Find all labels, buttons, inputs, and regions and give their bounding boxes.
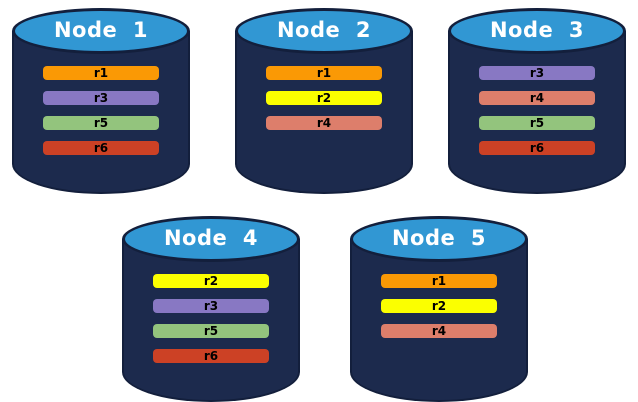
node-title: Node 3 xyxy=(489,18,584,42)
replica-bar-r2: r2 xyxy=(381,299,497,313)
replica-label: r3 xyxy=(93,91,109,105)
replica-bar-r4: r4 xyxy=(381,324,497,338)
db-cylinder-top: Node 3 xyxy=(448,8,626,54)
db-node-3: Node 3 r3 r4 r5 r6 xyxy=(448,8,626,194)
replica-list: r1 r2 r4 xyxy=(381,274,497,338)
replica-bar-r1: r1 xyxy=(381,274,497,288)
db-cylinder-top: Node 4 xyxy=(122,216,300,262)
db-cylinder-top: Node 1 xyxy=(12,8,190,54)
db-cylinder-top: Node 5 xyxy=(350,216,528,262)
db-cylinder-body xyxy=(235,31,413,194)
replica-bar-r6: r6 xyxy=(153,349,269,363)
replica-list: r3 r4 r5 r6 xyxy=(479,66,595,155)
replica-bar-r6: r6 xyxy=(43,141,159,155)
replica-label: r4 xyxy=(529,91,545,105)
replica-label: r5 xyxy=(93,116,109,130)
replica-bar-r3: r3 xyxy=(43,91,159,105)
replica-bar-r3: r3 xyxy=(153,299,269,313)
replica-bar-r5: r5 xyxy=(43,116,159,130)
replica-label: r3 xyxy=(203,299,219,313)
replica-label: r3 xyxy=(529,66,545,80)
db-node-4: Node 4 r2 r3 r5 r6 xyxy=(122,216,300,402)
replica-bar-r5: r5 xyxy=(479,116,595,130)
node-title: Node 5 xyxy=(391,226,486,250)
db-cylinder-body xyxy=(12,31,190,194)
replica-list: r1 r3 r5 r6 xyxy=(43,66,159,155)
replica-label: r1 xyxy=(316,66,332,80)
db-cylinder-body xyxy=(448,31,626,194)
replica-label: r6 xyxy=(529,141,545,155)
bottom-row: Node 4 r2 r3 r5 r6 Node 5 r1 r2 r4 xyxy=(122,216,528,402)
replica-bar-r1: r1 xyxy=(266,66,382,80)
replica-label: r2 xyxy=(431,299,447,313)
node-title: Node 1 xyxy=(53,18,148,42)
replica-label: r2 xyxy=(203,274,219,288)
replica-bar-r2: r2 xyxy=(153,274,269,288)
node-title: Node 4 xyxy=(163,226,258,250)
replica-label: r4 xyxy=(431,324,447,338)
replica-list: r1 r2 r4 xyxy=(266,66,382,130)
replica-bar-r1: r1 xyxy=(43,66,159,80)
replica-label: r2 xyxy=(316,91,332,105)
replica-label: r5 xyxy=(529,116,545,130)
replica-label: r4 xyxy=(316,116,332,130)
node-title: Node 2 xyxy=(276,18,371,42)
replica-bar-r4: r4 xyxy=(479,91,595,105)
db-node-2: Node 2 r1 r2 r4 xyxy=(235,8,413,194)
replica-label: r6 xyxy=(203,349,219,363)
db-cylinder-body xyxy=(122,239,300,402)
replica-label: r6 xyxy=(93,141,109,155)
db-node-5: Node 5 r1 r2 r4 xyxy=(350,216,528,402)
replica-bar-r5: r5 xyxy=(153,324,269,338)
replica-bar-r2: r2 xyxy=(266,91,382,105)
db-node-1: Node 1 r1 r3 r5 r6 xyxy=(12,8,190,194)
db-cylinder-top: Node 2 xyxy=(235,8,413,54)
replica-list: r2 r3 r5 r6 xyxy=(153,274,269,363)
replica-label: r1 xyxy=(431,274,447,288)
replica-bar-r3: r3 xyxy=(479,66,595,80)
replica-label: r5 xyxy=(203,324,219,338)
replica-bar-r6: r6 xyxy=(479,141,595,155)
replica-bar-r4: r4 xyxy=(266,116,382,130)
db-cylinder-body xyxy=(350,239,528,402)
replica-label: r1 xyxy=(93,66,109,80)
